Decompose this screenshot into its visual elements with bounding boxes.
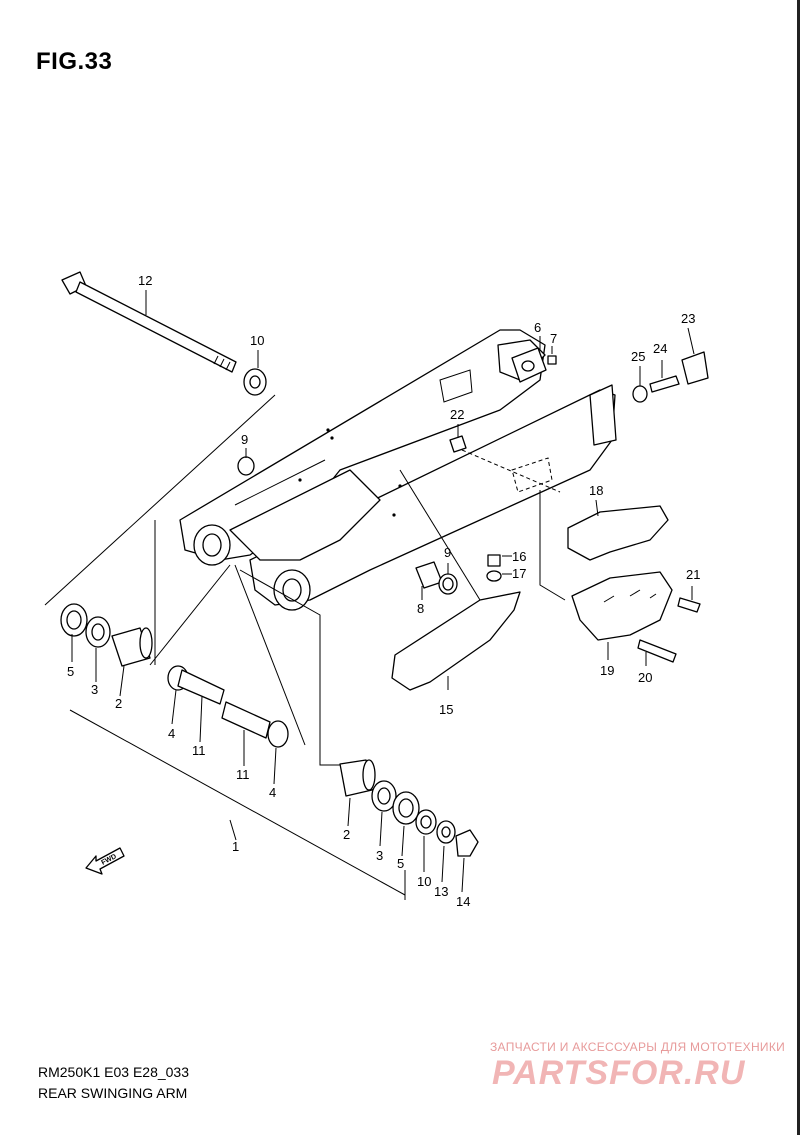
swing-arm-body	[179, 329, 617, 611]
chain-buffer	[391, 554, 521, 691]
figure-name: REAR SWINGING ARM	[38, 1085, 188, 1101]
callout-18: 18	[589, 483, 603, 498]
chain-adjuster	[511, 347, 557, 383]
callout-11-right: 11	[236, 767, 250, 782]
callout-2-left: 2	[115, 696, 122, 711]
pivot-spacers	[167, 665, 289, 748]
callout-17: 17	[512, 566, 526, 581]
callout-3-right: 3	[376, 848, 383, 863]
callout-12: 12	[138, 273, 152, 288]
right-border	[797, 0, 800, 1135]
callout-10-top: 10	[250, 333, 264, 348]
callout-1: 1	[232, 839, 239, 854]
callout-6: 6	[534, 320, 541, 335]
center-bearing	[237, 456, 458, 595]
callout-labels: 12 10 9 6 7 23 24 25 22 18 9 16 17 8 21 …	[67, 273, 700, 909]
nut-22	[449, 435, 467, 453]
callout-5-left: 5	[67, 664, 74, 679]
callout-4-left: 4	[168, 726, 175, 741]
callout-22: 22	[450, 407, 464, 422]
callout-14: 14	[456, 894, 470, 909]
callout-25: 25	[631, 349, 645, 364]
callout-2-right: 2	[343, 827, 350, 842]
right-pivot-parts	[339, 759, 479, 857]
assembly-lines	[44, 394, 566, 900]
pivot-bolt	[61, 271, 237, 373]
left-pivot-parts	[60, 603, 153, 667]
callout-16: 16	[512, 549, 526, 564]
fwd-arrow-icon: FWD	[85, 847, 125, 875]
callout-19: 19	[600, 663, 614, 678]
callout-4-right: 4	[269, 785, 276, 800]
callout-5-right: 5	[397, 856, 404, 871]
callout-21: 21	[686, 567, 700, 582]
washer-top	[243, 368, 267, 396]
callout-9-middle: 9	[444, 545, 451, 560]
callout-7: 7	[550, 331, 557, 346]
callout-15: 15	[439, 702, 453, 717]
callout-10-right: 10	[417, 874, 431, 889]
callout-9-top: 9	[241, 432, 248, 447]
model-code: RM250K1 E03 E28_033	[38, 1064, 189, 1080]
figure-title: FIG.33	[36, 48, 113, 75]
callout-8: 8	[417, 601, 424, 616]
callout-23: 23	[681, 311, 695, 326]
watermark-logo: PARTSFOR.RU	[492, 1054, 746, 1092]
chain-guide	[567, 505, 701, 663]
callout-24: 24	[653, 341, 667, 356]
axle-hardware	[632, 351, 709, 403]
callout-13: 13	[434, 884, 448, 899]
callout-20: 20	[638, 670, 652, 685]
callout-11-left: 11	[192, 743, 206, 758]
callout-3-left: 3	[91, 682, 98, 697]
leader-lines	[71, 290, 695, 893]
watermark-text: ЗАПЧАСТИ И АКСЕССУАРЫ ДЛЯ МОТОТЕХНИКИ	[490, 1040, 786, 1054]
